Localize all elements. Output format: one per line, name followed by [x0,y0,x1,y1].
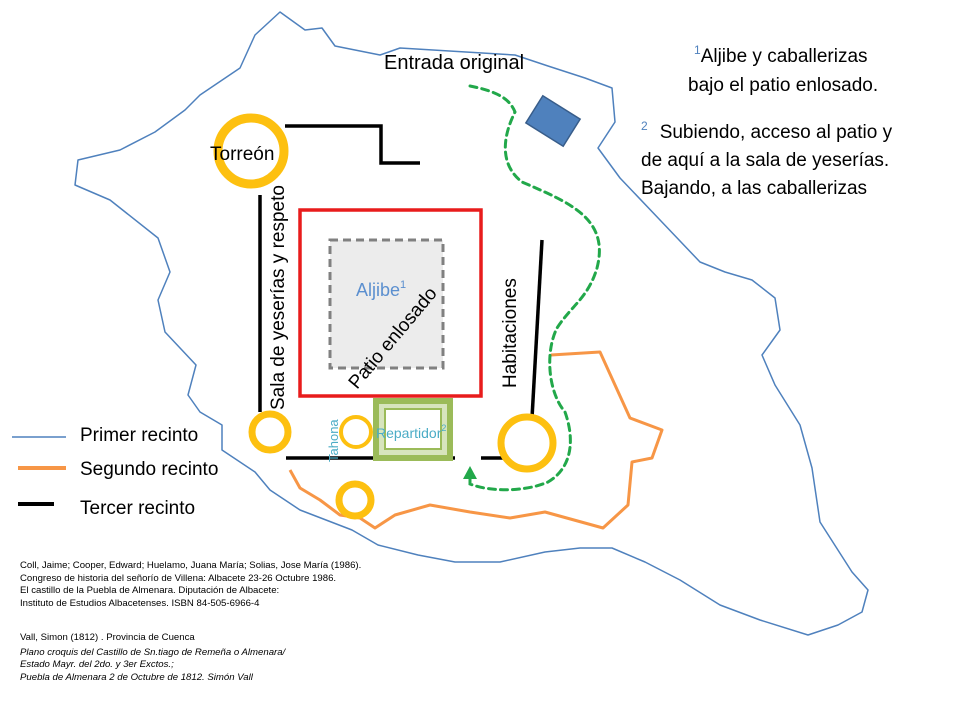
note1-line1: 1Aljibe y caballerizas [694,43,868,67]
note2-sup: 2 [641,119,648,133]
reference-line: Instituto de Estudios Albacetenses. ISBN… [20,597,260,609]
note2-line2: de aquí a la sala de yeserías. [641,150,889,171]
reference-coll: Coll, Jaime; Cooper, Edward; Huelamo, Ju… [20,560,361,610]
aljibe-label-text: Aljibe [356,280,400,300]
tower-right [497,413,557,473]
tahona-tower [339,415,373,449]
segundo-recinto-wall [288,350,664,530]
entrada-label: Entrada original [384,52,524,74]
note2-line3: Bajando, a las caballerizas [641,178,867,199]
reference-line: Coll, Jaime; Cooper, Edward; Huelamo, Ju… [20,560,362,571]
sala-label: Sala de yeserías y respeto [268,185,289,410]
legend-label-segundo: Segundo recinto [80,459,218,480]
reference-line: Congreso de historia del señorío de Vill… [20,572,337,584]
habitaciones-label: Habitaciones [500,278,521,388]
torreon-tower [213,113,289,189]
aljibe-label: Aljibe1 [356,279,406,300]
reference-line: Puebla de Almenara 2 de Octubre de 1812.… [20,671,253,683]
note2-line1-text: Subiendo, acceso al patio y [660,122,893,143]
note2-line1: 2 Subiendo, acceso al patio y [641,119,893,143]
legend-label-primer: Primer recinto [80,425,198,446]
tahona-label: Tahona [326,419,341,462]
access-path-arrow [463,466,477,479]
tercer-recinto-walls [258,124,544,460]
tower-left [248,410,292,454]
reference-line: Estado Mayr. del 2do. y 3er Exctos.; [20,659,174,670]
access-path [468,84,601,492]
reference-line: Plano croquis del Castillo de Sn.tiago d… [20,646,286,658]
reference-line: El castillo de la Puebla de Almenara. Di… [20,585,280,596]
notes: 1Aljibe y caballerizas bajo el patio enl… [641,43,893,199]
aljibe-caballerizas-box [524,94,582,148]
note1-line1-text: Aljibe y caballerizas [701,46,868,67]
towers [213,113,557,520]
primer-recinto-outline [74,11,869,636]
note1-line2: bajo el patio enlosado. [688,75,878,96]
aljibe-label-sup: 1 [400,279,406,291]
reference-vall: Vall, Simon (1812) . Provincia de Cuenca… [20,632,285,684]
repartidor-label-text: Repartidor [376,425,442,441]
aljibe-box [328,238,445,370]
repartidor-label: Repartidor2 [376,423,446,441]
torreon-label: Torreón [210,144,274,165]
repartidor-label-sup: 2 [441,423,446,433]
reference-title: Vall, Simon (1812) . Provincia de Cuenca [20,632,195,643]
note1-sup: 1 [694,43,701,57]
repartidor-inner [384,408,442,450]
legend: Primer recinto Segundo recinto Tercer re… [12,425,218,519]
legend-label-tercer: Tercer recinto [80,498,195,519]
tower-bottom [335,480,375,520]
patio-enlosado [298,208,483,398]
